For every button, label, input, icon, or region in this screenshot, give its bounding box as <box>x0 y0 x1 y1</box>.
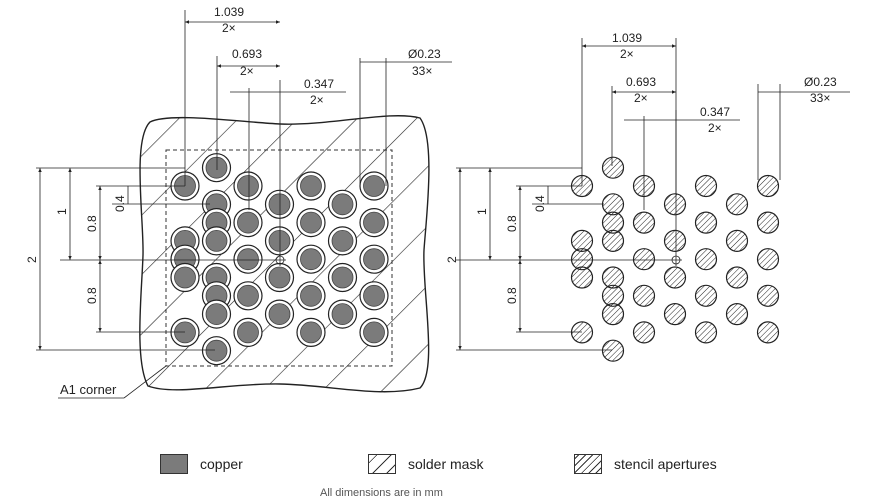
stencil-aperture <box>663 266 687 289</box>
dim-0693-count: 2× <box>240 64 254 78</box>
r-dim-dia-count: 33× <box>810 91 830 105</box>
dim-08-top: 0.8 <box>85 215 99 232</box>
r-dim-height-half: 1 <box>475 208 489 215</box>
dim-08-bottom: 0.8 <box>85 287 99 304</box>
left-view: 1.039 2× 0.693 2× 0.347 2× Ø0.23 33× 2 1… <box>25 5 452 399</box>
dim-0347-count: 2× <box>310 93 324 107</box>
dim-04: 0.4 <box>113 195 127 212</box>
copper-pad <box>300 211 322 234</box>
stencil-aperture <box>756 248 780 271</box>
right-view: 1.039 2× 0.693 2× 0.347 2× Ø0.23 33× 2 1… <box>445 31 850 362</box>
copper-pads <box>170 153 389 366</box>
legend-copper-label: copper <box>200 456 243 472</box>
copper-pad <box>363 284 385 307</box>
r-dim-0347-value: 0.347 <box>700 105 730 119</box>
stencil-apertures <box>570 156 780 362</box>
dim-height-total: 2 <box>25 256 39 263</box>
stencil-aperture <box>694 321 718 344</box>
copper-pad <box>363 248 385 271</box>
dim-dia-count: 33× <box>412 64 432 78</box>
copper-pad <box>205 303 228 326</box>
copper-pad <box>268 193 291 216</box>
r-dim-1039-count: 2× <box>620 47 634 61</box>
package-outline <box>165 149 393 367</box>
r-dim-0693-value: 0.693 <box>626 75 656 89</box>
copper-pad <box>300 175 322 197</box>
dim-1039-count: 2× <box>222 21 236 35</box>
copper-pad <box>174 266 196 289</box>
r-dim-height-total: 2 <box>445 256 459 263</box>
stencil-aperture <box>632 321 656 344</box>
stencil-aperture <box>694 248 718 271</box>
stencil-aperture <box>725 229 749 252</box>
stencil-aperture <box>601 303 625 326</box>
legend-stencil-label: stencil apertures <box>614 456 717 472</box>
dim-0693-value: 0.693 <box>232 47 262 61</box>
units-footnote: All dimensions are in mm <box>320 487 443 499</box>
r-dim-04: 0.4 <box>533 195 547 212</box>
copper-pad <box>268 266 291 289</box>
copper-pad <box>205 229 228 252</box>
stencil-aperture <box>694 284 718 307</box>
stencil-aperture <box>632 211 656 234</box>
copper-pad <box>237 211 259 234</box>
stencil-aperture <box>756 211 780 234</box>
stencil-aperture <box>632 248 656 271</box>
stencil-aperture <box>694 174 718 198</box>
r-dim-0693-count: 2× <box>634 91 648 105</box>
a1-corner-label: A1 corner <box>60 382 117 397</box>
legend-solder-mask: solder mask <box>368 454 483 474</box>
copper-pad <box>205 156 228 179</box>
copper-pad <box>237 284 259 307</box>
copper-pad <box>268 229 291 252</box>
stencil-aperture <box>694 211 718 234</box>
stencil-aperture <box>663 229 687 252</box>
stencil-swatch <box>574 454 602 474</box>
legend-copper: copper <box>160 454 243 474</box>
dim-dia-value: Ø0.23 <box>408 47 441 61</box>
solder-mask-swatch <box>368 454 396 474</box>
r-dim-dia-value: Ø0.23 <box>804 75 837 89</box>
stencil-aperture <box>756 174 780 198</box>
dim-0347-value: 0.347 <box>304 77 334 91</box>
stencil-aperture <box>725 303 749 326</box>
copper-pad <box>363 321 385 344</box>
copper-pad <box>363 211 385 234</box>
copper-pad <box>300 284 322 307</box>
copper-pad <box>331 266 354 289</box>
stencil-aperture <box>756 284 780 307</box>
copper-swatch <box>160 454 188 474</box>
copper-pad <box>300 321 322 344</box>
stencil-aperture <box>663 193 687 216</box>
copper-pad <box>331 193 354 216</box>
copper-pad <box>363 175 385 197</box>
stencil-aperture <box>756 321 780 344</box>
r-dim-1039-value: 1.039 <box>612 31 642 45</box>
copper-pad <box>331 229 354 252</box>
copper-pad <box>237 321 259 344</box>
dim-height-half: 1 <box>55 208 69 215</box>
stencil-aperture <box>601 229 625 252</box>
copper-pad <box>237 175 259 197</box>
copper-pad <box>300 248 322 271</box>
dim-1039-value: 1.039 <box>214 5 244 19</box>
stencil-aperture <box>663 303 687 326</box>
r-dim-08-top: 0.8 <box>505 215 519 232</box>
stencil-aperture <box>632 284 656 307</box>
copper-pad <box>331 303 354 326</box>
legend-solder-mask-label: solder mask <box>408 456 484 472</box>
stencil-aperture <box>725 193 749 216</box>
stencil-aperture <box>570 266 594 289</box>
copper-pad <box>268 303 291 326</box>
r-dim-0347-count: 2× <box>708 121 722 135</box>
copper-pad <box>237 248 259 271</box>
stencil-aperture <box>601 339 625 362</box>
stencil-aperture <box>601 156 625 179</box>
legend-stencil: stencil apertures <box>574 454 717 474</box>
copper-pad <box>205 339 228 362</box>
stencil-aperture <box>725 266 749 289</box>
r-dim-08-bottom: 0.8 <box>505 287 519 304</box>
